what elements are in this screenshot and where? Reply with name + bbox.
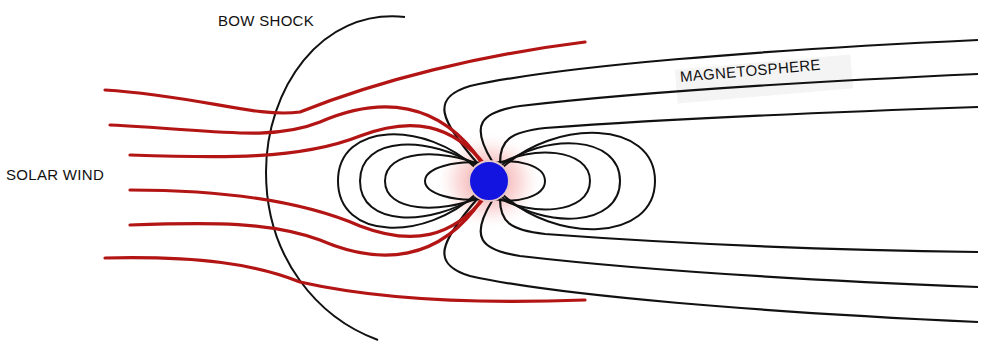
- solar-wind-field-lines: [105, 42, 585, 301]
- planet: [469, 161, 509, 201]
- bow-shock: [266, 16, 405, 340]
- solar-wind-label: SOLAR WIND: [6, 166, 104, 183]
- label-backdrop: [675, 54, 853, 103]
- dipole-field-lines: [338, 133, 655, 229]
- tail-field-lines: [444, 40, 978, 322]
- bow-shock-label: BOW SHOCK: [218, 12, 314, 29]
- planet-glow: [434, 131, 544, 231]
